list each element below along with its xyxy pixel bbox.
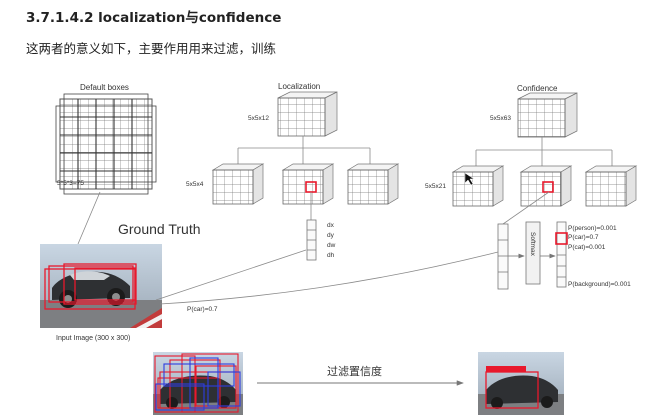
- confidence-title: Confidence: [517, 84, 558, 93]
- confidence-highlight-cell: [542, 181, 554, 193]
- confidence-tensor-2: [519, 165, 573, 207]
- confidence-top-size: 5x5x63: [490, 115, 511, 122]
- ssd-diagram: Default boxes 5*5*3=75 Localization 5x5x…: [40, 82, 638, 415]
- mouse-cursor-icon: [464, 172, 475, 186]
- pcar-label: P(car)=0.7: [187, 306, 218, 313]
- final-detection-tag: [486, 366, 526, 372]
- intro-text: 这两者的意义如下，主要作用用来过滤，训练: [26, 41, 277, 56]
- after-filter-image: [478, 352, 564, 415]
- localization-top-size: 5x5x12: [248, 115, 269, 122]
- softmax-label: Softmax: [529, 232, 536, 257]
- confidence-output-vector: [555, 221, 568, 288]
- localization-tensor-1: [211, 163, 265, 205]
- localization-vector: [306, 219, 317, 261]
- prob-person: P(person)=0.001: [568, 225, 617, 232]
- confidence-vector-link: [502, 191, 550, 225]
- default-boxes-formula: 5*5*3=75: [57, 180, 84, 187]
- localization-tensor-2: [281, 163, 335, 205]
- gt-to-confidence-line: [159, 251, 499, 305]
- input-image-caption: Input Image (300 x 300): [56, 335, 130, 342]
- confidence-top-tensor: [517, 92, 578, 138]
- softmax-block: Softmax: [525, 221, 541, 285]
- filter-label: 过滤置信度: [327, 364, 382, 378]
- input-image: [40, 244, 162, 328]
- ground-truth-label: Ground Truth: [118, 221, 201, 237]
- default-boxes-title: Default boxes: [80, 83, 129, 92]
- confidence-tensor-1: [451, 165, 505, 207]
- confidence-output-highlight: [555, 232, 568, 245]
- ground-truth-boxes: [44, 263, 137, 310]
- localization-output-dy: dy: [327, 232, 335, 239]
- localization-mid-size: 5x5x4: [186, 181, 204, 188]
- prob-car: P(car)=0.7: [568, 234, 599, 241]
- localization-output-dh: dh: [327, 252, 335, 259]
- localization-top-tensor: [277, 91, 338, 137]
- prob-cat: P(cat)=0.001: [568, 244, 606, 251]
- localization-title: Localization: [278, 82, 320, 91]
- confidence-tree-lines: [475, 137, 613, 166]
- prob-background: P(background)=0.001: [568, 281, 631, 288]
- localization-tensor-3: [346, 163, 400, 205]
- gt-to-localization-line: [155, 249, 307, 301]
- localization-output-dx: dx: [327, 222, 335, 229]
- section-heading: 3.7.1.4.2 localization与confidence: [26, 10, 282, 26]
- confidence-mid-size: 5x5x21: [425, 183, 446, 190]
- confidence-tensor-3: [584, 165, 638, 207]
- confidence-vector: [497, 223, 509, 290]
- candidate-boxes: [154, 353, 241, 413]
- localization-output-dw: dw: [327, 242, 336, 249]
- localization-tree-lines: [237, 136, 371, 164]
- default-box-link: [77, 191, 101, 245]
- default-boxes-grid: [55, 93, 157, 195]
